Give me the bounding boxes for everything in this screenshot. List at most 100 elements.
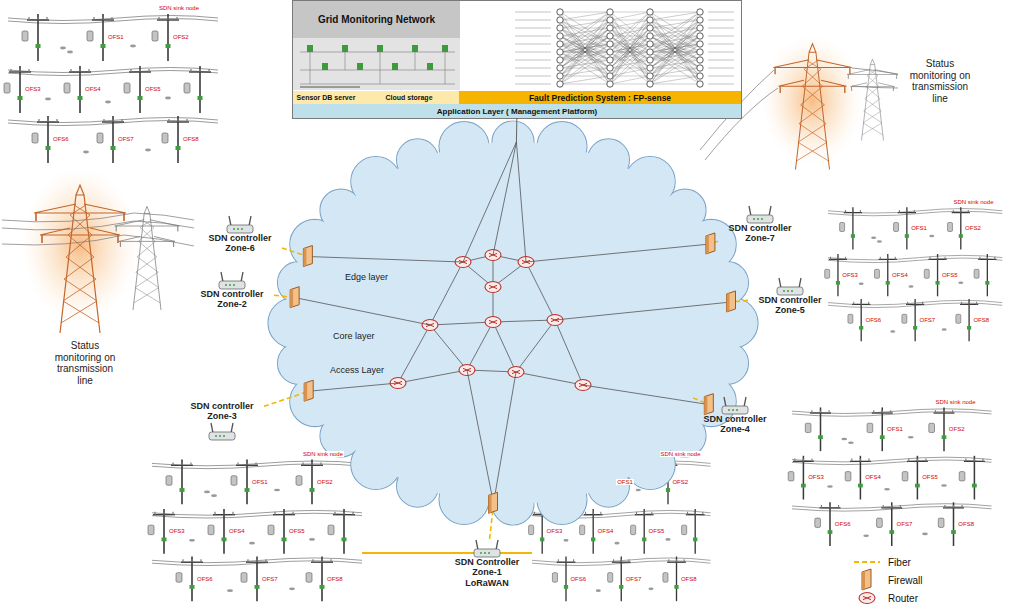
wireless-controller-icon [775,277,805,295]
node-id-label: OFS7 [896,521,914,527]
controller-label: SDN controller Zone-2 [190,289,274,310]
fiber-line-sample [852,554,882,570]
network-cloud: Edge layerCore layerAccess Layer [271,120,755,526]
wireless-controller-icon [722,397,748,414]
sdn-controller: SDN controller Zone-6 [198,215,282,254]
monitoring-screenshot [293,1,460,90]
layer-label: Application Layer ( Management Platform) [437,107,597,116]
legend-row: Firewall [852,571,922,589]
sdn-controller: SDN controller Zone-5 [748,277,832,316]
controller-label: SDN controller Zone-6 [198,233,282,254]
network-link [555,302,732,320]
wireless-controller-icon [777,278,803,295]
legend-row: Fiber [852,553,922,571]
wireless-controller-icon [219,272,245,289]
node-id-label: OFS8 [957,521,975,527]
node-id-label: SDN sink node [302,451,344,457]
layer-label: Access Layer [330,365,384,375]
node-id-label: OFS7 [261,576,279,582]
sdn-controller: SDN controller Zone-7 [718,205,802,244]
node-id-label: SDN sink node [953,199,995,205]
legend-label: Fiber [888,557,911,568]
network-link [583,385,709,405]
network-link [493,142,516,255]
platform-bar: Sensor DB server [293,91,359,104]
router-icon [485,282,501,293]
node-id-label: OFS8 [182,136,200,142]
node-id-label: OFS5 [648,528,666,534]
network-link [295,298,430,325]
node-id-label: OFS4 [228,528,246,534]
panel-heading: Grid Monitoring Network [293,1,460,38]
legend-label: Firewall [888,575,922,586]
network-links [295,142,731,503]
node-id-label: OFS5 [921,474,939,480]
firewall-icon [304,380,313,401]
node-id-label: OFS8 [326,576,344,582]
network-link [463,142,516,262]
caption-label: Status monitoring on transmission line [905,58,975,104]
application-layer-bar: Application Layer ( Management Platform) [293,104,741,118]
node-id-label: OFS7 [625,576,643,582]
cloud-shape [271,120,755,526]
network-link [526,244,711,262]
node-id-label: OFS3 [841,272,859,278]
controller-label: SDN controller Zone-7 [718,223,802,244]
wireless-controller-icon [720,396,750,414]
wireless-controller-icon [227,216,253,233]
node-id-label: OFS2 [172,34,190,40]
node-id-label: OFS4 [891,272,909,278]
node-id-label: OFS4 [864,474,882,480]
monitor-panel: Grid Monitoring NetworkSensor DB server C… [292,0,742,119]
fiber-link [264,391,309,406]
legend-row: Router [852,589,922,607]
node-id-label: OFS8 [972,317,990,323]
firewall-icon [706,233,715,254]
node-id-label: OFS6 [569,576,587,582]
node-id-label: OFS4 [84,86,102,92]
controller-label: SDN controller Zone-4 [693,414,777,435]
node-id-label: OFS2 [948,426,966,432]
controller-label: SDN controller Zone-3 [180,401,264,422]
firewall-icon [704,394,713,415]
legend: FiberFirewallRouter [852,553,922,607]
legend-label: Router [888,593,918,604]
controller-label: SDN Controller Zone-1 [445,557,529,578]
router-icon [485,317,501,328]
network-link [494,372,516,503]
neural-network-figure [460,1,741,90]
node-id-label: OFS8 [680,576,698,582]
node-id-label: OFS6 [196,576,214,582]
pole-cluster [4,14,218,163]
sdn-controller: SDN controller Zone-2 [190,271,274,310]
sdn-controller: SDN Controller Zone-1LoRaWAN [445,539,529,588]
bar-label: Sensor DB server [297,94,356,101]
wireless-controller-icon [225,215,255,233]
wireless-controller-icon [474,540,500,557]
node-id-label: OFS5 [288,528,306,534]
node-id-label: OFS2 [671,479,689,485]
node-id-label: OFS6 [52,136,70,142]
firewall-icon [489,492,498,513]
node-id-label: SDN sink node [935,399,977,405]
network-link [516,142,526,262]
caption-label: Status monitoring on transmission line [50,340,120,386]
node-id-label: OFS5 [144,86,162,92]
controller-label: SDN controller Zone-5 [748,295,832,316]
node-id-label: OFS1 [910,225,928,231]
pole-cluster [148,460,362,602]
pole-cluster [825,207,1003,341]
fiber-line [362,552,532,554]
node-id-label: OFS1 [616,479,634,485]
wireless-controller-icon [217,271,247,289]
platform-bar: Fault Prediction System : FP-sense [459,91,741,104]
bar-label: Cloud storage [385,94,432,101]
node-id-label: OFS3 [807,474,825,480]
wireless-controller-icon [209,423,235,440]
bar-label: Fault Prediction System : FP-sense [529,93,671,103]
node-id-label: OFS6 [834,521,852,527]
node-id-label: OFS3 [24,86,42,92]
node-id-label: OFS3 [546,528,564,534]
wireless-controller-icon [207,422,237,440]
connectors [264,118,748,539]
